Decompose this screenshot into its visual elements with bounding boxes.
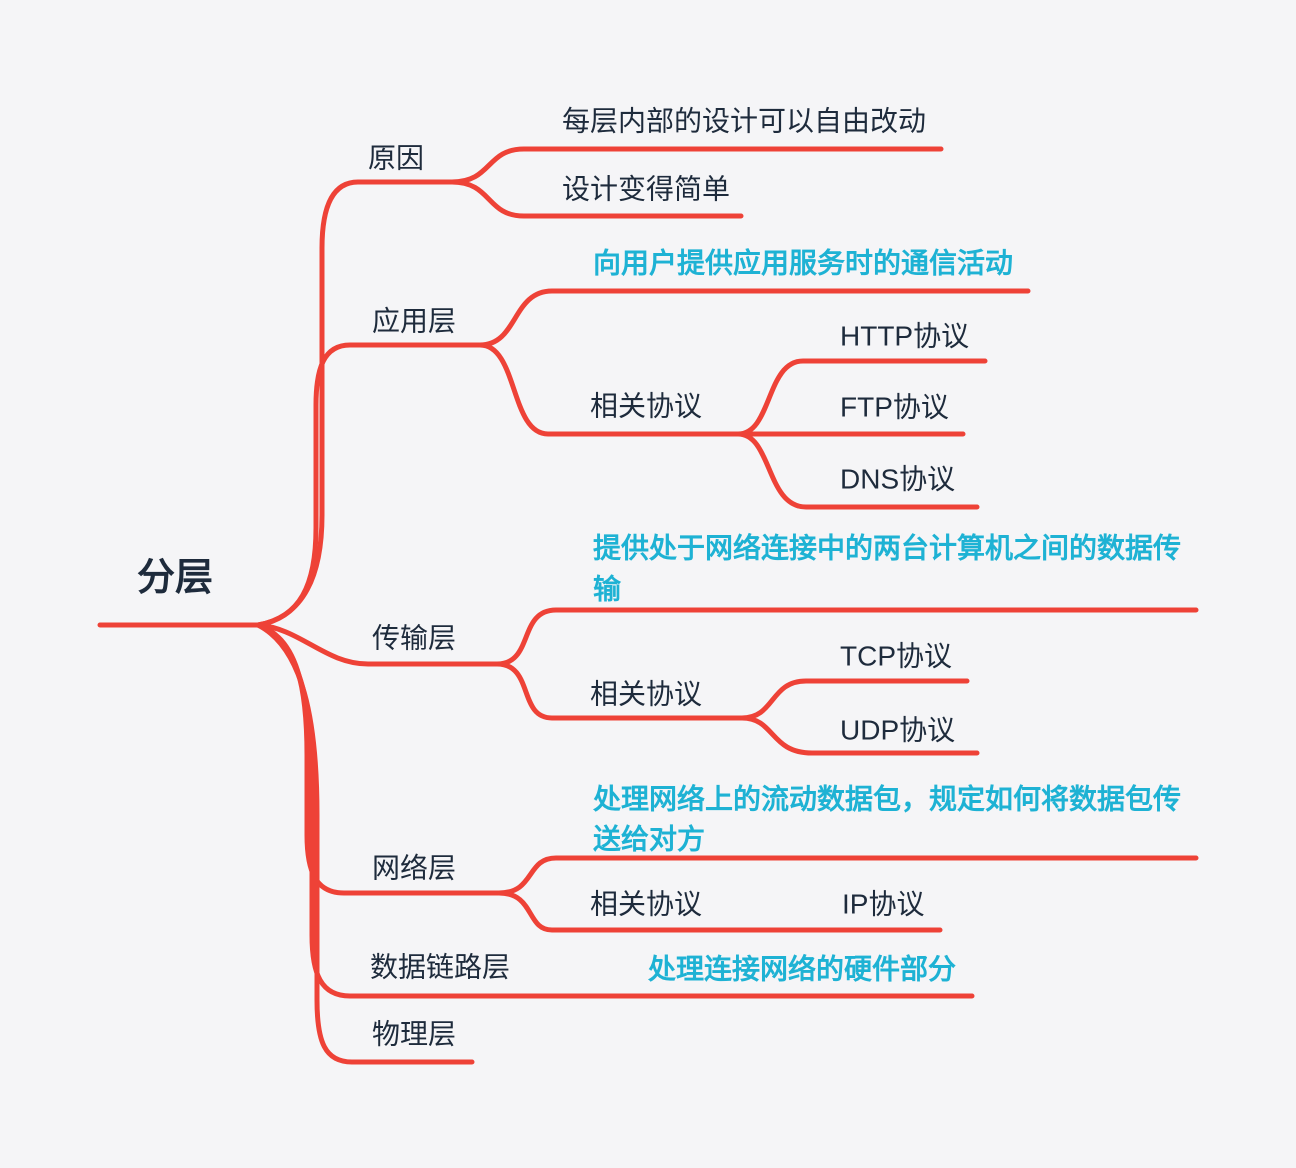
edge-root-to-reason xyxy=(255,179,463,628)
node-network-layer[interactable]: 网络层 xyxy=(372,853,456,884)
node-network-description-line1[interactable]: 处理网络上的流动数据包，规定如何将数据包传 xyxy=(592,783,1181,815)
edge-root-to-application xyxy=(255,342,491,628)
edge-reason-to-child1 xyxy=(449,146,944,185)
edge-protocols-to-http xyxy=(735,358,988,437)
node-http-protocol[interactable]: HTTP协议 xyxy=(840,321,969,352)
node-reason[interactable]: 原因 xyxy=(368,143,424,174)
node-network-description-line2[interactable]: 送给对方 xyxy=(593,823,705,855)
edge-application-to-protocols xyxy=(477,342,966,437)
node-physical-layer[interactable]: 物理层 xyxy=(372,1019,456,1050)
edge-root-to-transport xyxy=(255,622,508,667)
node-transport-description-line1[interactable]: 提供处于网络连接中的两台计算机之间的数据传 xyxy=(593,532,1181,564)
node-transport-protocols[interactable]: 相关协议 xyxy=(590,679,702,710)
node-reason-child2[interactable]: 设计变得简单 xyxy=(562,174,730,205)
edge-protocols-to-udp xyxy=(739,715,980,756)
edge-protocols-to-dns xyxy=(735,431,980,510)
edge-reason-to-child2 xyxy=(449,179,744,219)
root-node-label[interactable]: 分层 xyxy=(137,557,213,599)
node-datalink-layer[interactable]: 数据链路层 xyxy=(370,952,510,983)
node-application-protocols[interactable]: 相关协议 xyxy=(590,391,702,422)
node-transport-description-line2[interactable]: 输 xyxy=(593,573,622,605)
edge-transport-to-protocols xyxy=(494,661,745,721)
node-tcp-protocol[interactable]: TCP协议 xyxy=(840,641,952,672)
node-network-protocols[interactable]: 相关协议 xyxy=(590,889,702,920)
node-application-layer[interactable]: 应用层 xyxy=(372,306,456,337)
node-reason-child1[interactable]: 每层内部的设计可以自由改动 xyxy=(562,106,926,137)
node-transport-layer[interactable]: 传输层 xyxy=(372,623,456,654)
edge-network-to-protocols xyxy=(496,890,943,933)
edge-transport-to-description xyxy=(494,607,1199,667)
edge-application-to-description xyxy=(477,288,1031,348)
edge-root-to-physical xyxy=(255,622,475,1065)
edge-protocols-to-tcp xyxy=(739,678,970,721)
node-application-description[interactable]: 向用户提供应用服务时的通信活动 xyxy=(593,247,1013,279)
node-dns-protocol[interactable]: DNS协议 xyxy=(840,464,955,495)
node-udp-protocol[interactable]: UDP协议 xyxy=(840,715,955,746)
node-datalink-description[interactable]: 处理连接网络的硬件部分 xyxy=(647,953,956,985)
edge-network-to-description xyxy=(496,855,1199,896)
node-ftp-protocol[interactable]: FTP协议 xyxy=(840,392,949,423)
node-ip-protocol[interactable]: IP协议 xyxy=(842,889,924,920)
